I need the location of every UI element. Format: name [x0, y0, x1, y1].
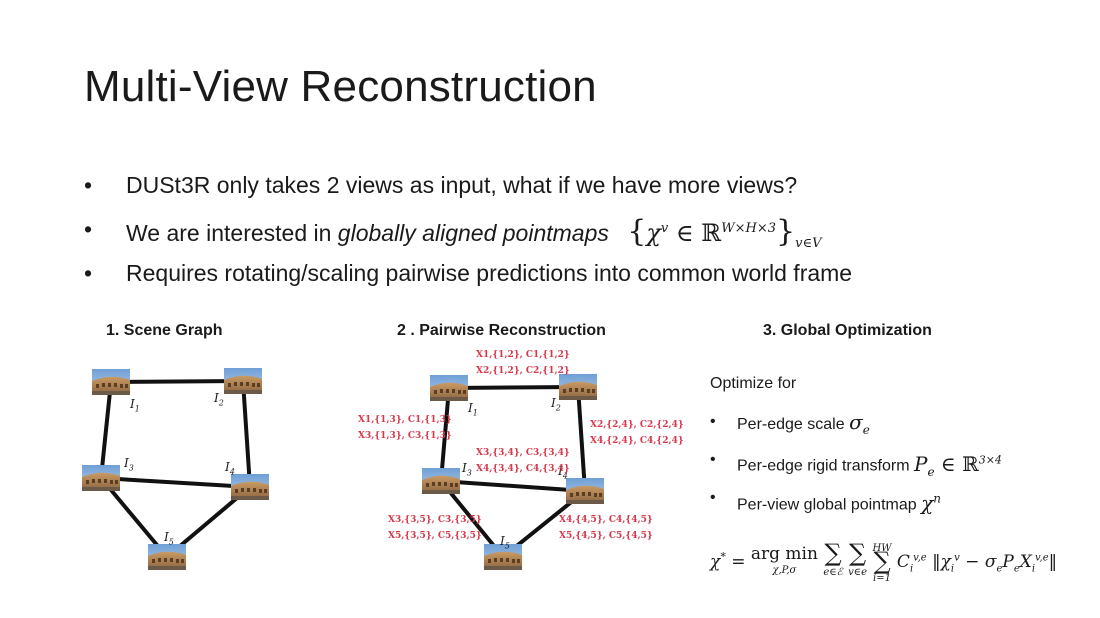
pair-node-image-2	[559, 374, 597, 400]
pair-node-image-1	[430, 375, 468, 401]
node-image-2	[224, 368, 262, 394]
optimize-item-label: Per-view global pointmap	[737, 496, 917, 514]
bullet-item: • We are interested in globally aligned …	[84, 212, 1084, 256]
edge-label-24-b: X4,{2,4}, C4,{2,4}	[590, 436, 684, 446]
scene-graph-heading: 1. Scene Graph	[106, 322, 223, 339]
optimize-item: • Per-view global pointmap χn	[710, 484, 1090, 522]
bullet-item: • DUSt3R only takes 2 views as input, wh…	[84, 168, 1084, 212]
node-image-4	[231, 474, 269, 500]
optimize-item-label: Per-edge scale	[737, 416, 845, 433]
edge-label-45-b: X5,{4,5}, C5,{4,5}	[559, 531, 653, 541]
optimization-panel: Optimize for • Per-edge scale σe • Per-e…	[710, 372, 1090, 522]
bullet-item: • Requires rotating/scaling pairwise pre…	[84, 256, 1084, 300]
pointmap-symbol: χn	[921, 490, 941, 515]
bullet-dot: •	[84, 260, 93, 286]
optimize-intro: Optimize for	[710, 375, 797, 392]
pair-node-image-4	[566, 478, 604, 504]
node-label: I2	[214, 391, 224, 408]
bullet-text: DUSt3R only takes 2 views as input, what…	[126, 172, 798, 198]
bullet-emphasis: globally aligned pointmaps	[337, 220, 609, 246]
node-label: I4	[558, 464, 568, 481]
transform-symbol: Pe ∈ ℝ3×4	[913, 451, 1002, 479]
pointmap-set-math: {χv ∈ ℝW×H×3}v∈V	[627, 214, 822, 251]
pair-node-image-3	[422, 468, 460, 494]
edge-label-12-a: X1,{1,2}, C1,{1,2}	[476, 350, 570, 360]
node-image-5	[148, 544, 186, 570]
node-label: I3	[124, 456, 134, 473]
edge-label-34-b: X4,{3,4}, C4,{3,4}	[476, 464, 570, 474]
node-label: I5	[500, 534, 510, 551]
pairwise-heading: 2 . Pairwise Reconstruction	[397, 322, 606, 339]
node-label: I5	[164, 530, 174, 547]
edge-label-24-a: X2,{2,4}, C2,{2,4}	[590, 420, 684, 430]
optimize-item-label: Per-edge rigid transform	[737, 457, 910, 475]
edge-label-13-a: X1,{1,3}, C1,{1,3}	[358, 415, 452, 425]
edge-label-35-a: X3,{3,5}, C3,{3,5}	[388, 515, 482, 525]
edge-label-13-b: X3,{1,3}, C3,{1,3}	[358, 431, 452, 441]
edge-label-35-b: X5,{3,5}, C5,{3,5}	[388, 531, 482, 541]
scale-symbol: σe	[849, 410, 870, 437]
bullet-prefix: We are interested in	[126, 220, 338, 246]
node-label: I3	[462, 461, 472, 478]
global-optimization-heading: 3. Global Optimization	[763, 322, 932, 339]
bullet-text: Requires rotating/scaling pairwise predi…	[126, 260, 853, 286]
optimize-item: • Per-edge rigid transform Pe ∈ ℝ3×4	[710, 446, 1090, 484]
edge-label-12-b: X2,{1,2}, C2,{1,2}	[476, 366, 570, 376]
edge-label-34-a: X3,{3,4}, C3,{3,4}	[476, 448, 570, 458]
slide-title: Multi-View Reconstruction	[84, 62, 597, 111]
node-label: I4	[225, 460, 235, 477]
bullet-text: We are interested in globally aligned po…	[126, 212, 821, 261]
node-label: I1	[468, 401, 478, 418]
node-image-3	[82, 465, 120, 491]
bullet-dot: •	[710, 413, 716, 430]
node-image-1	[92, 369, 130, 395]
optimize-item: • Per-edge scale σe	[710, 408, 1090, 446]
edge-label-45-a: X4,{4,5}, C4,{4,5}	[559, 515, 653, 525]
node-label: I1	[130, 397, 140, 414]
node-label: I2	[551, 396, 561, 413]
bullet-dot: •	[84, 172, 93, 198]
bullet-dot: •	[84, 216, 93, 242]
bullet-dot: •	[710, 489, 716, 506]
bullet-list: • DUSt3R only takes 2 views as input, wh…	[84, 168, 1084, 300]
bullet-dot: •	[710, 451, 716, 468]
